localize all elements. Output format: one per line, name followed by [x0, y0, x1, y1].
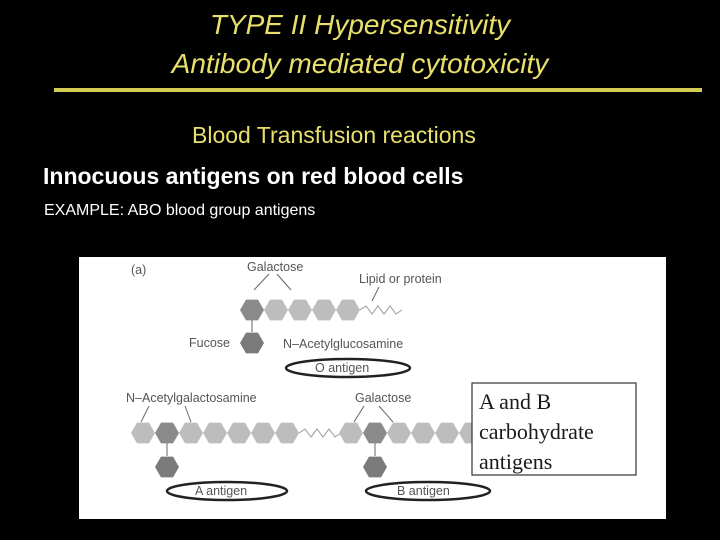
lipid-or-protein-label: Lipid or protein — [359, 272, 442, 286]
galactose-b-label: Galactose — [355, 391, 411, 405]
o-antigen-oval — [284, 357, 412, 379]
b-antigen-chain — [339, 422, 483, 478]
a-antigen-oval — [165, 480, 289, 502]
a-antigen-label: A antigen — [195, 484, 247, 498]
slide-title-line-1: TYPE II Hypersensitivity — [209, 9, 511, 40]
fucose-label: Fucose — [189, 336, 230, 350]
box-line-3: antigens — [479, 449, 552, 474]
title-divider — [54, 88, 702, 92]
n-acetylglucosamine-label: N–Acetylglucosamine — [283, 337, 403, 351]
carbohydrate-antigens-box — [471, 382, 637, 476]
box-line-1: A and B — [479, 389, 551, 414]
o-antigen-chain — [240, 299, 403, 354]
b-antigen-oval — [364, 480, 492, 502]
slide-subtitle: Blood Transfusion reactions — [192, 122, 476, 148]
slide-title-line-2: Antibody mediated cytotoxicity — [171, 48, 549, 79]
abo-antigen-figure: (a) Galactose Lipid or protein Fucose N–… — [79, 257, 666, 519]
panel-label: (a) — [131, 263, 146, 277]
b-antigen-label: B antigen — [397, 484, 450, 498]
n-acetylgalactosamine-label: N–Acetylgalactosamine — [126, 391, 257, 405]
a-antigen-chain — [131, 422, 342, 478]
box-line-2: carbohydrate — [479, 419, 594, 444]
slide-example: EXAMPLE: ABO blood group antigens — [44, 202, 316, 219]
slide-heading: Innocuous antigens on red blood cells — [43, 163, 464, 189]
galactose-top-label: Galactose — [247, 260, 303, 274]
o-antigen-label: O antigen — [315, 361, 369, 375]
